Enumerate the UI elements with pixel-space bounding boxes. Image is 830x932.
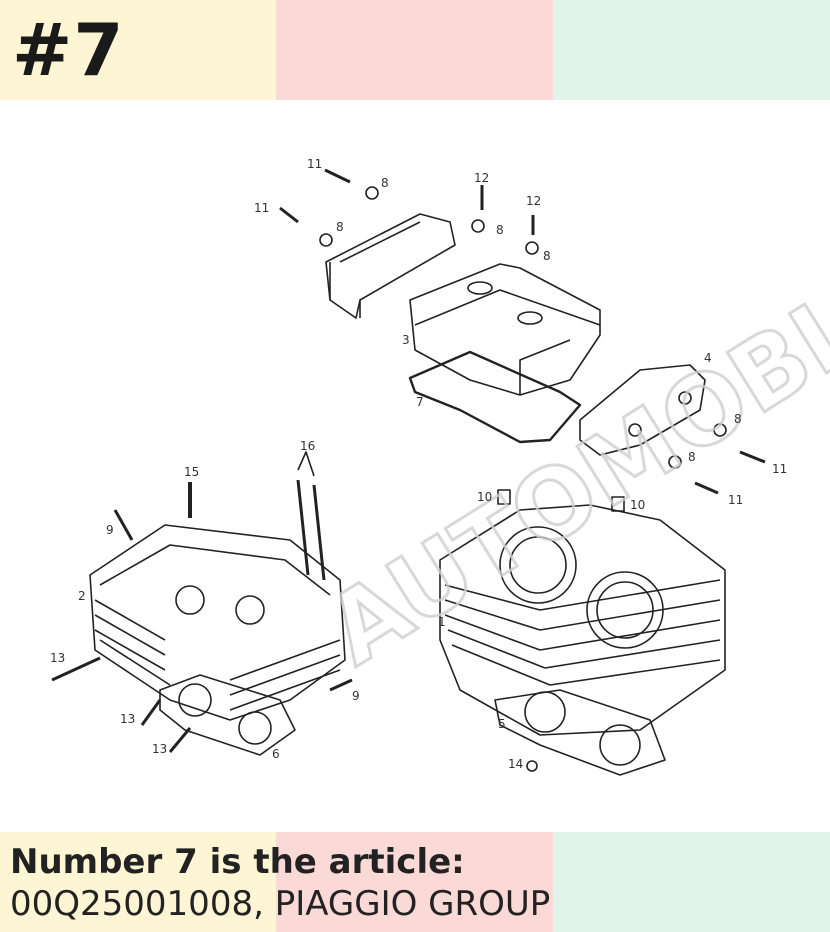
callout-13a: 13 bbox=[50, 651, 65, 665]
article-caption: Number 7 is the article: 00Q25001008, PI… bbox=[10, 840, 820, 924]
part-number-tag: #7 bbox=[12, 8, 125, 92]
callout-9b: 9 bbox=[352, 689, 360, 703]
callout-8e: 8 bbox=[734, 412, 742, 426]
callout-5: 5 bbox=[498, 717, 506, 731]
callout-10b: 10 bbox=[630, 498, 645, 512]
band-pink bbox=[276, 0, 553, 100]
head-gasket bbox=[159, 674, 296, 756]
small-fasteners bbox=[51, 168, 766, 772]
callout-13c: 13 bbox=[152, 742, 167, 756]
left-valve-cover bbox=[325, 213, 456, 319]
callout-10a: 10 bbox=[477, 490, 492, 504]
callout-9a: 9 bbox=[106, 523, 114, 537]
exploded-parts-diagram: AUTOMOBIA 1 2 3 4 5 6 7 8 8 8 8 8 8 9 9 … bbox=[50, 157, 830, 776]
callout-1: 1 bbox=[438, 615, 446, 629]
callout-15: 15 bbox=[184, 465, 199, 479]
callout-7: 7 bbox=[416, 395, 424, 409]
valve-cover bbox=[409, 263, 601, 396]
caption-heading: Number 7 is the article: bbox=[10, 842, 465, 882]
header-color-band bbox=[0, 0, 830, 100]
callout-8d: 8 bbox=[543, 249, 551, 263]
callout-11b: 11 bbox=[254, 201, 269, 215]
right-side-cover bbox=[579, 364, 706, 456]
callout-labels: 1 2 3 4 5 6 7 8 8 8 8 8 8 9 9 10 10 11 1… bbox=[50, 157, 787, 771]
callout-8b: 8 bbox=[336, 220, 344, 234]
callout-11d: 11 bbox=[728, 493, 743, 507]
callout-16: 16 bbox=[300, 439, 315, 453]
valve-cover-gasket bbox=[408, 350, 582, 444]
callout-11c: 11 bbox=[772, 462, 787, 476]
callout-12b: 12 bbox=[526, 194, 541, 208]
callout-13b: 13 bbox=[120, 712, 135, 726]
cylinder-block bbox=[439, 504, 726, 736]
footer-band-mint bbox=[553, 832, 830, 932]
footer-band-yellow bbox=[0, 832, 276, 932]
caption-article-info: 00Q25001008, PIAGGIO GROUP bbox=[10, 884, 551, 924]
band-yellow bbox=[0, 0, 276, 100]
cylinder-head bbox=[89, 524, 346, 721]
cylinder-base-gasket bbox=[494, 689, 666, 776]
callout-8c: 8 bbox=[496, 223, 504, 237]
callout-14: 14 bbox=[508, 757, 523, 771]
long-studs bbox=[296, 479, 326, 581]
callout-2: 2 bbox=[78, 589, 86, 603]
callout-8f: 8 bbox=[688, 450, 696, 464]
callout-11a: 11 bbox=[307, 157, 322, 171]
band-mint bbox=[553, 0, 830, 100]
callout-6: 6 bbox=[272, 747, 280, 761]
footer-band-pink bbox=[276, 832, 553, 932]
footer-color-band bbox=[0, 832, 830, 932]
callout-3: 3 bbox=[402, 333, 410, 347]
callout-12a: 12 bbox=[474, 171, 489, 185]
callout-4: 4 bbox=[704, 351, 712, 365]
callout-8a: 8 bbox=[381, 176, 389, 190]
